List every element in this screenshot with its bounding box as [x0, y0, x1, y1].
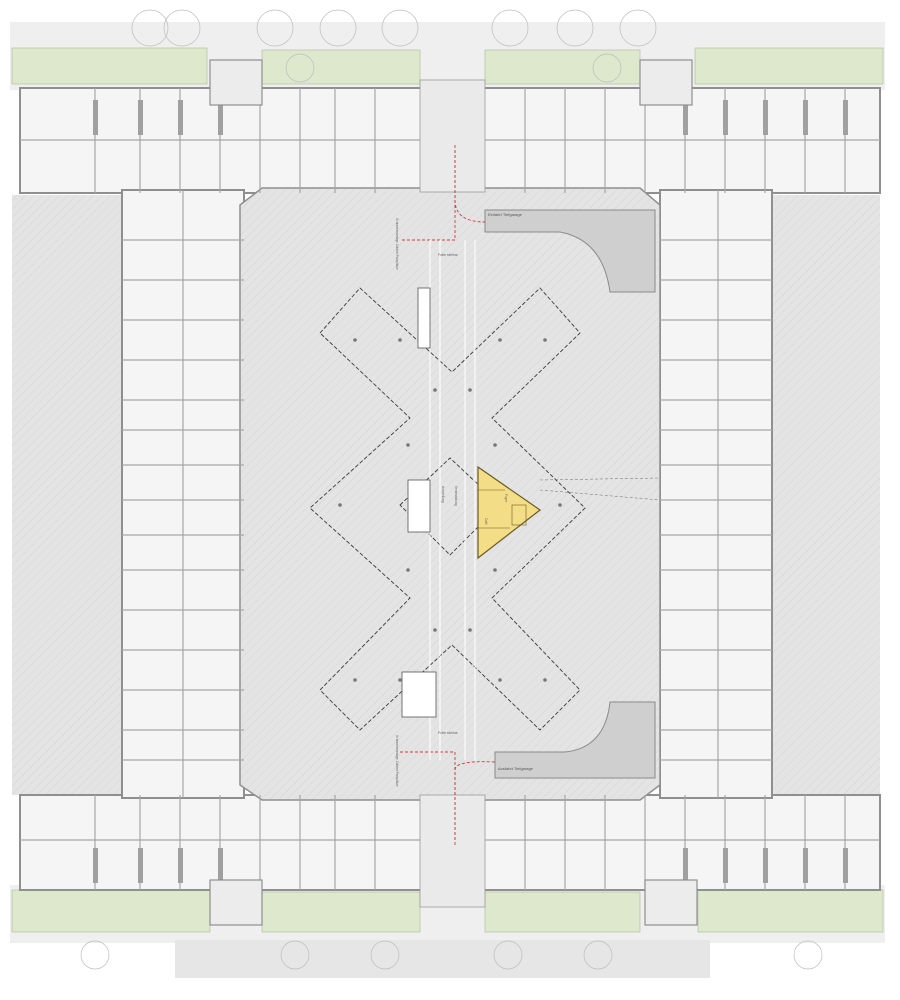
x-pavilion: [309, 287, 586, 731]
label-pavilion-b: Café: [484, 518, 488, 525]
trees: [80, 9, 823, 970]
label-pavilion-a: Foyer: [504, 494, 508, 503]
rooms-west: [122, 190, 244, 798]
facade-pillars: [93, 100, 848, 883]
label-central-b: Ausstellung: [441, 486, 445, 503]
label-access-top: Schrankenanlage Zufahrt Parkplätze: [395, 218, 399, 270]
stair-block-north: [417, 287, 431, 349]
label-bollard-bottom: Poller stehbar: [438, 731, 459, 735]
vehicle-paths: [400, 145, 496, 845]
label-exit-garage: Ausfahrt Tiefgarage: [498, 766, 534, 771]
rooms-east: [660, 190, 772, 798]
label-access-bottom: Schrankenanlage Zufahrt Parkplätze: [395, 735, 399, 787]
label-entrance-garage: Einfahrt Tiefgarage: [488, 212, 523, 217]
green-strips-top: [11, 47, 884, 85]
connection-lines: [539, 477, 661, 501]
road-south: [175, 940, 710, 978]
garage-exit-ramp: [494, 701, 656, 779]
highlighted-pavilion-rooms: [478, 489, 527, 529]
ground-right: [770, 195, 880, 795]
stair-block-south: [401, 671, 437, 718]
central-hall: [407, 479, 431, 533]
corner-towers: [209, 59, 698, 926]
green-strips-bottom: [11, 889, 884, 933]
ground-left: [12, 195, 124, 795]
gateway-north: [419, 79, 486, 193]
gateway-south: [419, 794, 486, 908]
courtyard: [239, 187, 661, 801]
label-bollard-top: Poller stehbar: [438, 253, 459, 257]
pavilion-columns: [338, 338, 562, 682]
label-central-a: Veranstaltung: [454, 486, 458, 506]
garage-entrance-ramp: [484, 209, 656, 293]
